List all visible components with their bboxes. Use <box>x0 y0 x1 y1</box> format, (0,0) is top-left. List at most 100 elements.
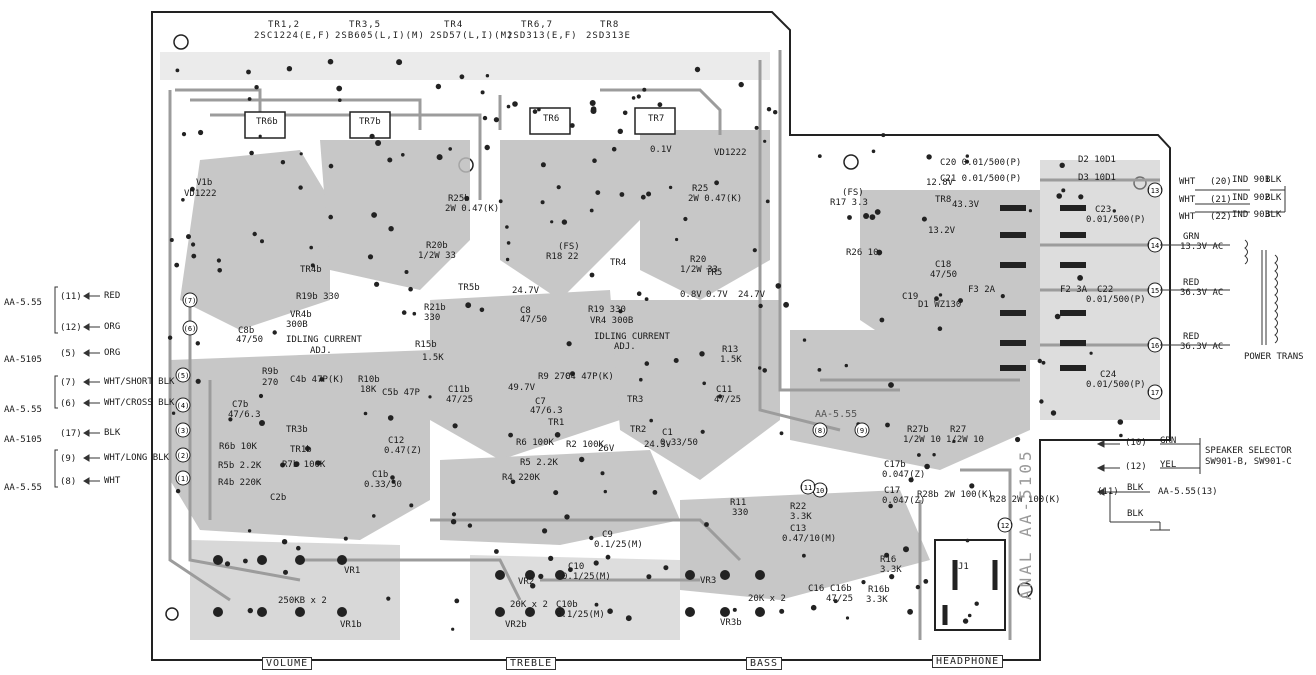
solder-pad <box>388 226 394 232</box>
label-tr2: TR2 <box>630 425 647 435</box>
left-connector-wire: WHT/SHORT BLK <box>104 377 175 387</box>
fuse-clips <box>1000 205 1086 371</box>
board-pad <box>175 367 191 383</box>
solder-pad <box>779 608 785 614</box>
ind-ref: IND 902 <box>1232 193 1270 203</box>
solder-pad <box>605 554 611 560</box>
solder-pad <box>649 418 653 423</box>
solder-pad <box>396 59 403 66</box>
label-c12-val: 0.47(Z) <box>384 446 422 456</box>
board-pad <box>800 479 816 495</box>
power-wire: RED <box>1183 332 1200 342</box>
solder-pad <box>932 453 936 457</box>
board-pad <box>854 422 870 438</box>
solder-pad <box>915 584 921 590</box>
label-adj: ADJ. <box>614 342 636 352</box>
label-r16b: R16b <box>868 585 890 595</box>
solder-pad <box>1089 351 1093 355</box>
solder-pad <box>1059 162 1065 168</box>
solder-pad <box>451 512 457 517</box>
solder-pad <box>508 432 513 438</box>
board-pad <box>182 292 198 308</box>
left-connector-group: AA-5.55 <box>4 405 42 415</box>
solder-pad <box>869 214 876 221</box>
tr6b-body <box>244 111 286 139</box>
solder-pad <box>452 423 458 429</box>
label-c16: C16 <box>808 584 825 594</box>
solder-pad <box>1015 436 1021 443</box>
label-r20: R20 <box>690 255 707 265</box>
solder-pad <box>286 66 293 72</box>
solder-pad <box>817 368 822 372</box>
solder-pad <box>694 66 701 73</box>
left-connector-wire: WHT/CROSS BLK <box>104 398 175 408</box>
label-vr1: VR1 <box>344 566 361 576</box>
ind-wire-left: WHT <box>1179 195 1196 205</box>
left-connector-pin: (9) <box>60 454 77 464</box>
label-c17-val: 0.047(Z) <box>882 496 926 506</box>
solder-pad <box>448 147 453 151</box>
ind-ref: IND 901 <box>1232 175 1270 185</box>
label-c18-val: 47/50 <box>930 270 958 280</box>
solder-pad <box>1039 399 1044 404</box>
solder-pad <box>861 580 866 585</box>
solder-pad <box>622 110 628 116</box>
label-c20: C20 0.01/500(P) <box>940 158 1022 168</box>
label-r17: R17 3.3 <box>830 198 868 208</box>
solder-pad <box>765 199 770 204</box>
board-pad-number: (4) <box>177 402 190 410</box>
solder-pad <box>540 200 545 205</box>
power-wire: RED <box>1183 278 1200 288</box>
ind-pin: (20) <box>1210 177 1232 187</box>
right-wiring <box>1100 186 1286 531</box>
solder-pad <box>412 311 417 316</box>
board-name-label: AA-5.55 <box>815 409 858 420</box>
mounting-hole <box>173 34 189 50</box>
solder-pad <box>763 139 767 143</box>
label-tr6b: TR6b <box>256 117 278 127</box>
copper-regions <box>160 52 1160 640</box>
label-v247: 24.7V <box>738 290 766 300</box>
label-v1b: V1b <box>196 178 213 188</box>
arrow-head <box>83 477 90 485</box>
solder-pad <box>758 303 763 309</box>
speaker-pin: (12) <box>1125 462 1147 472</box>
solder-pad <box>369 133 375 139</box>
solder-pad <box>280 462 286 468</box>
label-r28b: R28b 2W 100(K) <box>917 490 993 500</box>
solder-pad <box>482 115 488 121</box>
label-r9b-val: 270 <box>262 378 279 388</box>
left-connector-wire: WHT/LONG BLK <box>104 453 170 463</box>
connector-bracket <box>54 449 58 488</box>
ind-wire-right: BLK <box>1265 175 1282 185</box>
connector-bracket <box>54 286 58 334</box>
solder-pad <box>459 74 465 80</box>
solder-pad <box>775 283 782 289</box>
label-c17: C17 <box>884 486 901 496</box>
solder-pad <box>657 102 663 108</box>
transistor-part-4: 2SD313(E,F) <box>507 31 578 41</box>
solder-pad <box>699 351 705 357</box>
solder-pad <box>564 514 570 520</box>
solder-pad <box>934 296 939 302</box>
solder-pad <box>570 371 575 377</box>
left-connector-arrows <box>54 286 100 488</box>
solder-pad <box>216 258 221 263</box>
label-tr1: TR1 <box>548 418 565 428</box>
label-r28: R28 2W 100(K) <box>990 495 1061 505</box>
label-c8b-val: 47/50 <box>236 335 264 345</box>
mounting-hole <box>165 607 179 621</box>
speaker-wire: GRN <box>1160 436 1177 446</box>
ind-wire-left: WHT <box>1179 177 1196 187</box>
solder-pad <box>387 157 393 163</box>
solder-pad <box>962 618 969 624</box>
solder-pad <box>844 363 848 368</box>
tr7b-body <box>349 111 391 139</box>
label-c13-val: 0.47/10(M) <box>782 534 837 544</box>
solder-pad <box>175 68 180 73</box>
headphone-jack <box>934 539 1006 631</box>
ground-wire: BLK <box>1127 483 1144 493</box>
solder-pad <box>550 220 554 224</box>
solder-pad <box>260 239 264 244</box>
